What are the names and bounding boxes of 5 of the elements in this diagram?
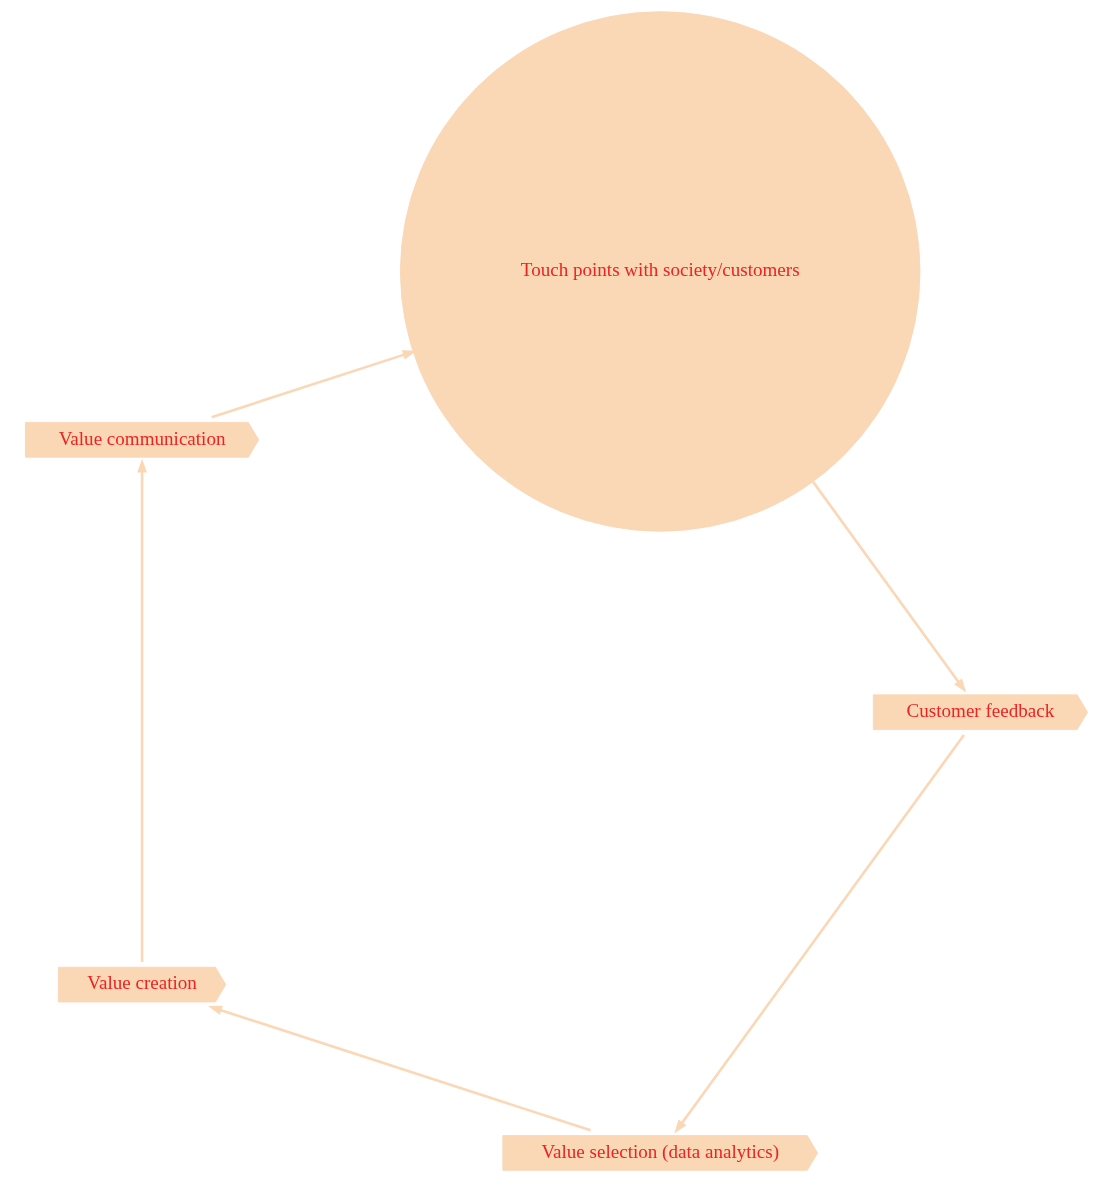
arrow xyxy=(211,350,417,419)
arrow xyxy=(208,1005,592,1132)
arrow xyxy=(137,458,147,962)
arrow xyxy=(674,734,965,1134)
arrow xyxy=(812,481,967,693)
